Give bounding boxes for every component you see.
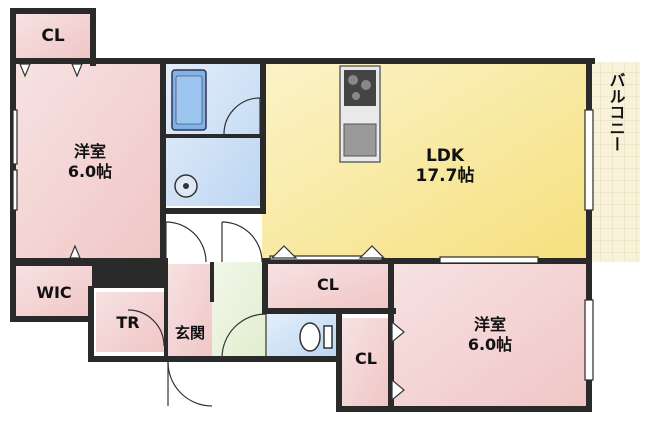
label-ldk-size: 17.7帖	[416, 165, 475, 186]
label-western-room-2-size: 6.0帖	[468, 335, 512, 354]
closet-markers	[19, 63, 405, 402]
label-balcony: バルコニー	[607, 72, 626, 152]
label-cl-bottom: CL	[355, 349, 377, 368]
room-western-2-fill	[392, 264, 588, 408]
room-cl-top-fill	[16, 14, 90, 58]
hall-green-fill	[212, 262, 268, 362]
label-ldk: LDK	[426, 146, 465, 166]
toilet-bowl	[299, 322, 321, 352]
burner-2	[361, 80, 371, 90]
label-tr: TR	[116, 313, 139, 332]
entrance-fill	[166, 264, 212, 362]
label-western-room-1-size: 6.0帖	[68, 162, 112, 181]
hall-fill	[166, 212, 262, 264]
label-wic: WIC	[36, 283, 71, 302]
label-western-room-1: 洋室	[74, 142, 106, 161]
kitchen-sink	[343, 123, 377, 157]
toilet-tank	[323, 325, 333, 349]
label-western-room-2: 洋室	[474, 315, 506, 334]
burner-1	[348, 75, 358, 85]
washbasin-drain	[183, 183, 189, 189]
windows	[12, 109, 594, 381]
bathtub-inner	[175, 75, 203, 125]
label-cl-top: CL	[41, 26, 64, 46]
doors	[127, 97, 267, 407]
stove	[344, 70, 376, 106]
room-cl-middle-fill	[268, 264, 390, 308]
room-ldk-fill	[262, 64, 588, 260]
label-cl-middle: CL	[317, 275, 339, 294]
balcony-fill	[592, 62, 640, 262]
room-tr-fill	[96, 292, 164, 352]
room-western-1-fill	[16, 64, 162, 260]
label-entrance: 玄関	[175, 324, 205, 342]
room-cl-bottom-fill	[342, 318, 390, 406]
room-wic-fill	[16, 266, 92, 316]
burner-3	[352, 92, 360, 100]
